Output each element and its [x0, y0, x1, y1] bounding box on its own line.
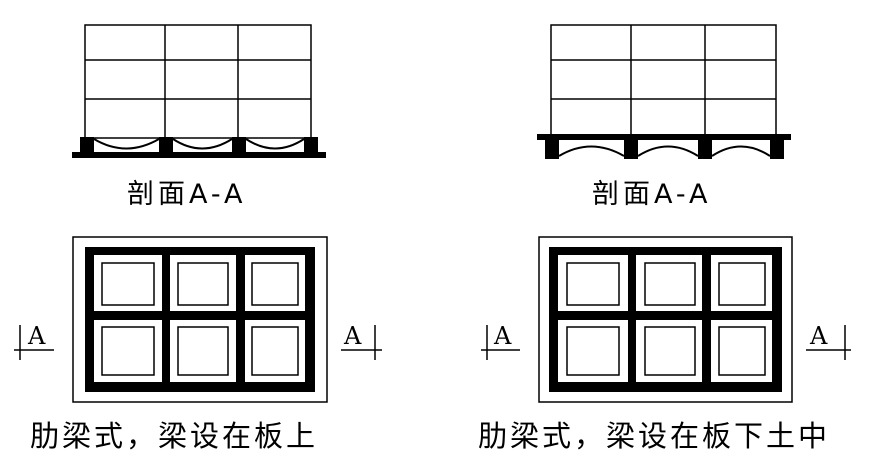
left-section-label: 剖面A-A [127, 179, 247, 210]
left-slab-arches [93, 138, 305, 150]
left-frame-grid [84, 24, 312, 139]
right-rib-beams [537, 134, 791, 159]
left-cut-mark-text-a2: A [343, 322, 362, 350]
left-slab-panels [101, 262, 299, 376]
left-rib-beams [72, 137, 326, 158]
left-plan-cut-marker-right: A [341, 322, 382, 360]
right-plan-view [538, 236, 793, 403]
left-cut-mark-text-a1: A [27, 322, 46, 350]
right-cut-mark-text-a2: A [809, 322, 828, 350]
right-frame-grid [550, 24, 777, 139]
right-slab-panels [566, 262, 766, 376]
left-plan-view [72, 236, 328, 403]
right-slab-outline [538, 236, 793, 403]
left-section-view [72, 24, 326, 158]
right-plan-caption: 肋梁式，梁设在板下土中 [478, 419, 830, 453]
right-plan-cut-marker-right: A [806, 322, 851, 360]
left-plan-caption: 肋梁式，梁设在板上 [30, 419, 318, 453]
right-slab-arches [558, 145, 771, 157]
right-cut-mark-text-a1: A [493, 322, 512, 350]
right-plan-cut-marker-left: A [481, 322, 520, 360]
left-beam-grid [85, 247, 315, 392]
right-beam-grid [549, 247, 782, 392]
right-section-label: 剖面A-A [592, 179, 712, 210]
right-section-view [537, 24, 791, 159]
left-slab-outline [72, 236, 328, 403]
left-plan-cut-marker-left: A [14, 322, 54, 360]
